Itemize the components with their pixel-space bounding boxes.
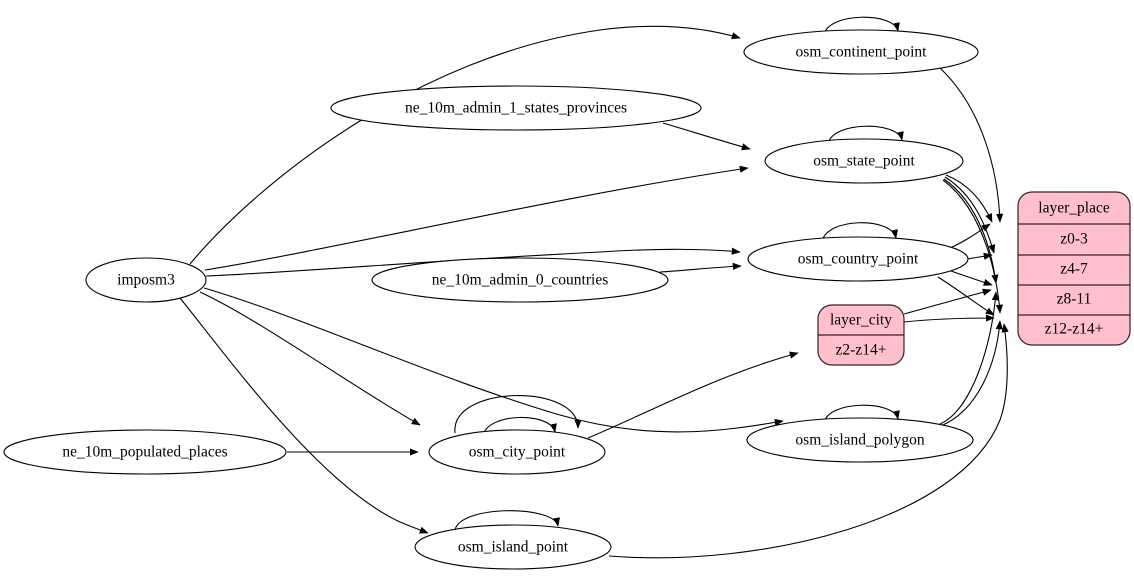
record-layer_city[interactable]: layer_city z2-z14+ xyxy=(817,304,905,366)
edge-osm_country_point-to-layer_place-z0-3 xyxy=(949,223,991,249)
edge-osm_city_point-self-loop xyxy=(482,416,557,437)
edge-osm_state_point-to-layer_place-z0-3 xyxy=(945,174,993,223)
edge-imposm3-to-osm_island_polygon xyxy=(203,287,784,433)
edge-osm_country_point-to-layer_place-z4-7 xyxy=(966,252,993,260)
edge-osm_island_point-self-loop xyxy=(454,510,560,531)
edge-imposm3-to-osm_continent_point xyxy=(189,25,741,265)
node-osm_state_point[interactable]: osm_state_point xyxy=(764,138,964,184)
record-layer_place-outline xyxy=(1017,191,1131,346)
node-osm_island_point[interactable]: osm_island_point xyxy=(414,524,612,570)
record-layer_place[interactable]: layer_place z0-3 z4-7 z8-11 z12-z14+ xyxy=(1017,191,1131,346)
edge-ne_10m_admin_0_countries-to-osm_country_point xyxy=(659,262,742,273)
edge-osm_island_polygon-self-loop xyxy=(823,404,900,424)
edge-osm_island_polygon-to-layer_place-z12-z14 xyxy=(942,320,1003,426)
edge-osm_country_point-to-layer_place-z12-z14 xyxy=(937,276,995,316)
edge-osm_state_point-to-layer_place-z4-7 xyxy=(944,176,996,254)
edge-osm_country_point-to-layer_place-z8-11 xyxy=(950,270,993,286)
node-ne_10m_admin_1_states_provinces[interactable]: ne_10m_admin_1_states_provinces xyxy=(330,85,702,131)
edge-ne_10m_admin_1_states_provinces-to-osm_state_point xyxy=(662,122,751,151)
edge-osm_island_point-to-layer_place-z12-z14 xyxy=(608,323,1009,559)
node-layer: imposm3 ne_10m_admin_1_states_provinces … xyxy=(3,29,979,570)
edge-osm_city_point-to-layer_city xyxy=(587,351,799,439)
edge-layer_city-to-layer_place-z8-11 xyxy=(903,288,992,315)
edge-osm_island_polygon-to-layer_place-z8-11 xyxy=(939,291,999,425)
node-imposm3[interactable]: imposm3 xyxy=(85,257,207,303)
edge-imposm3-to-osm_island_point xyxy=(179,297,429,534)
edge-osm_country_point-self-loop xyxy=(821,222,898,243)
node-osm_city_point[interactable]: osm_city_point xyxy=(428,429,606,475)
node-osm_country_point[interactable]: osm_country_point xyxy=(747,236,969,282)
edge-imposm3-to-osm_city_point xyxy=(199,291,421,426)
node-ne_10m_admin_0_countries[interactable]: ne_10m_admin_0_countries xyxy=(371,257,669,303)
edge-osm_state_point-self-loop xyxy=(827,125,904,145)
edge-osm_continent_point-to-layer_place-z0-3 xyxy=(939,67,1004,223)
node-ne_10m_populated_places[interactable]: ne_10m_populated_places xyxy=(3,429,287,475)
edge-osm_state_point-to-layer_place-z12-z14 xyxy=(942,179,1004,314)
edge-layer_city-to-layer_place-z12-z14 xyxy=(903,314,995,323)
edge-osm_continent_point-self-loop xyxy=(823,16,900,36)
edge-imposm3-to-osm_country_point xyxy=(205,247,741,277)
node-osm_continent_point[interactable]: osm_continent_point xyxy=(743,29,979,75)
edge-osm_city_point-outer-loop xyxy=(454,395,582,434)
node-osm_island_polygon[interactable]: osm_island_polygon xyxy=(746,417,974,463)
edge-layer xyxy=(179,16,1009,559)
edge-imposm3-to-osm_state_point xyxy=(204,165,749,271)
